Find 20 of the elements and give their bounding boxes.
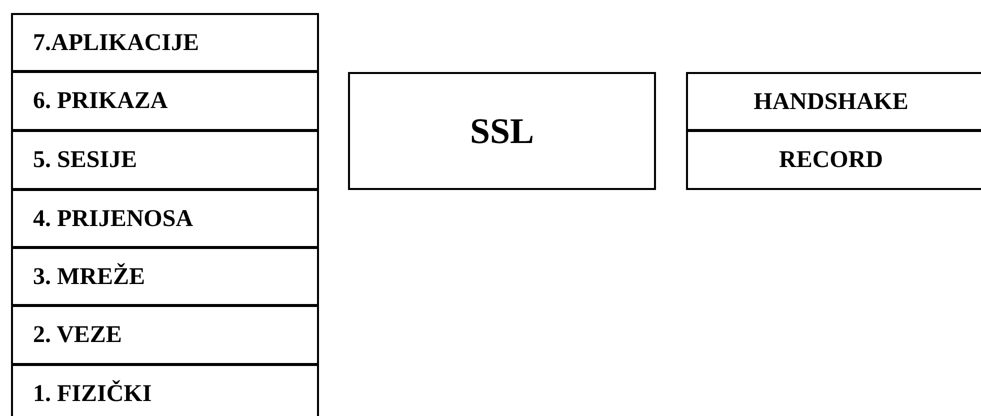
layer-box [11,364,319,416]
protocol-box [686,130,981,190]
layer-box [11,189,319,248]
layer-box [11,71,319,131]
box-label: 4. PRIJENOSA [33,206,194,230]
layer-box [11,13,319,72]
layer-box [11,247,319,306]
box-label: 5. SESIJE [33,148,138,172]
box-label: 6. PRIKAZA [33,89,168,113]
layer-box [11,130,319,190]
box-label: RECORD [778,148,883,172]
box-label: 7.APLIKACIJE [33,30,200,54]
layer-box [11,305,319,365]
box-label: 1. FIZIČKI [33,382,152,406]
protocol-box [348,72,656,190]
box-label: 2. VEZE [33,323,122,347]
box-label: 3. MREŽE [33,264,146,288]
box-label: HANDSHAKE [754,90,908,114]
protocol-box [686,72,981,131]
box-label: SSL [470,113,534,149]
